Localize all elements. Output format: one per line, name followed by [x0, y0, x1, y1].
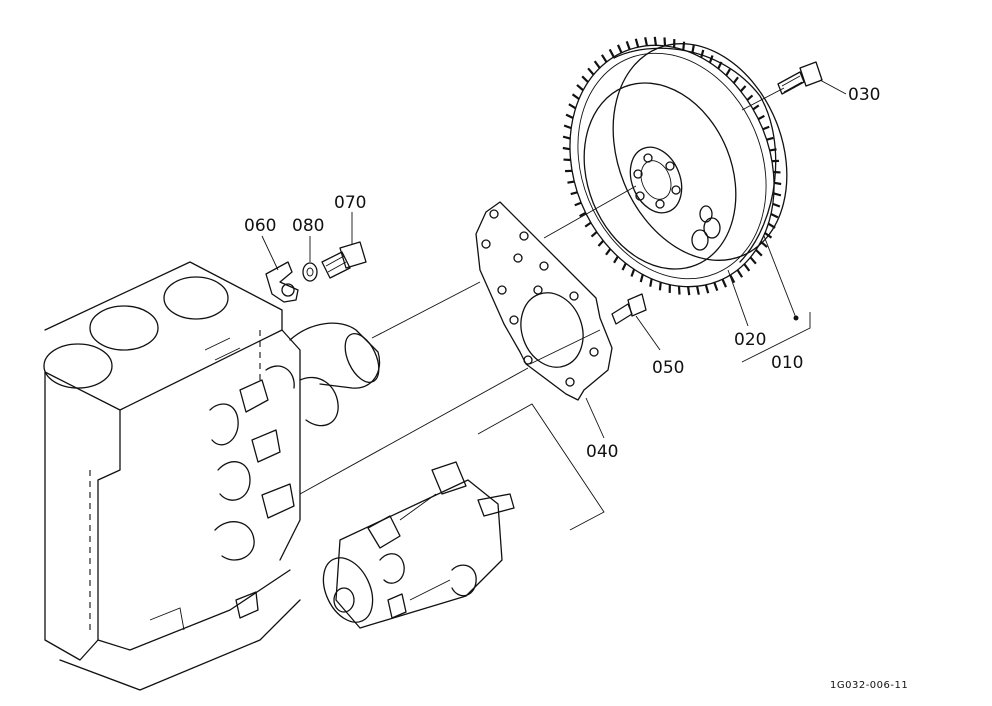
gear-tooth [653, 36, 657, 46]
gear-tooth [767, 222, 776, 229]
gear-tooth [587, 67, 595, 76]
gear-tooth [682, 41, 686, 50]
gear-tooth [757, 114, 765, 121]
gear-tooth [717, 61, 723, 70]
label-060: 060 [244, 216, 276, 236]
clip-washer-bolt [265, 241, 367, 303]
flywheel-bolt [777, 61, 823, 95]
label-080: 080 [292, 216, 324, 236]
gear-tooth [764, 232, 773, 239]
label-040: 040 [586, 442, 618, 462]
gear-tooth [760, 240, 768, 248]
gear-tooth [704, 284, 710, 294]
gear-tooth [687, 286, 691, 296]
gear-tooth [658, 282, 662, 291]
part-labels: 030 060 080 070 020 010 050 040 1G032-00… [244, 85, 908, 691]
label-020: 020 [734, 330, 766, 350]
gear-tooth [721, 278, 728, 288]
gear-tooth [725, 68, 731, 77]
starter-motor [322, 461, 515, 629]
gear-tooth [630, 268, 636, 277]
label-050: 050 [652, 358, 684, 378]
gear-tooth [593, 60, 601, 69]
gear-tooth [563, 124, 572, 130]
gear-tooth [736, 269, 744, 278]
label-010: 010 [771, 353, 803, 373]
gear-tooth [590, 231, 598, 238]
gear-tooth [766, 136, 774, 141]
gear-tooth [616, 44, 623, 54]
alignment-lines [299, 87, 785, 531]
gear-tooth [621, 262, 627, 271]
drawing-reference-code: 1G032-006-11 [830, 680, 908, 691]
gear-tooth [576, 84, 584, 92]
rear-end-plate [475, 201, 613, 401]
gear-tooth [743, 263, 751, 272]
gear-tooth [729, 274, 736, 284]
gear-tooth [769, 148, 777, 152]
gear-tooth [571, 93, 580, 100]
gear-teeth [562, 36, 782, 296]
leader-lines [261, 79, 847, 439]
gear-tooth [749, 256, 757, 265]
gear-tooth [739, 85, 747, 92]
flywheel-ring-gear [569, 43, 788, 288]
gear-tooth [755, 249, 763, 257]
gear-tooth [700, 49, 705, 58]
gear-tooth [600, 54, 608, 63]
gear-tooth [639, 274, 644, 283]
gear-tooth [570, 191, 578, 196]
plate-bolt [611, 293, 647, 325]
gear-tooth [695, 286, 700, 295]
label-030: 030 [848, 85, 880, 105]
gear-tooth [562, 146, 571, 151]
gear-tooth [581, 75, 589, 83]
gear-tooth [565, 113, 574, 119]
gear-tooth [772, 202, 781, 208]
gear-tooth [649, 278, 653, 287]
gear-tooth [625, 40, 631, 50]
gear-tooth [574, 201, 582, 207]
gear-tooth [713, 282, 719, 292]
gear-tooth [644, 37, 649, 46]
gear-tooth [605, 248, 612, 256]
gear-tooth [562, 135, 571, 140]
gear-tooth [634, 38, 640, 48]
gear-tooth [752, 104, 760, 111]
gear-tooth [608, 48, 615, 58]
gear-tooth [568, 103, 577, 110]
label-070: 070 [334, 193, 366, 213]
gear-tooth [762, 125, 770, 131]
gear-tooth [708, 55, 714, 64]
gear-tooth [770, 213, 779, 219]
gear-tooth [597, 240, 605, 247]
gear-tooth [746, 94, 754, 101]
gear-tooth [773, 192, 782, 197]
gear-tooth [567, 180, 575, 184]
gear-tooth [613, 255, 619, 264]
gear-tooth [691, 45, 695, 54]
gear-tooth [584, 221, 592, 228]
engine-block [43, 261, 381, 691]
gear-tooth [773, 181, 782, 186]
gear-tooth [732, 76, 739, 84]
gear-tooth [579, 211, 587, 218]
